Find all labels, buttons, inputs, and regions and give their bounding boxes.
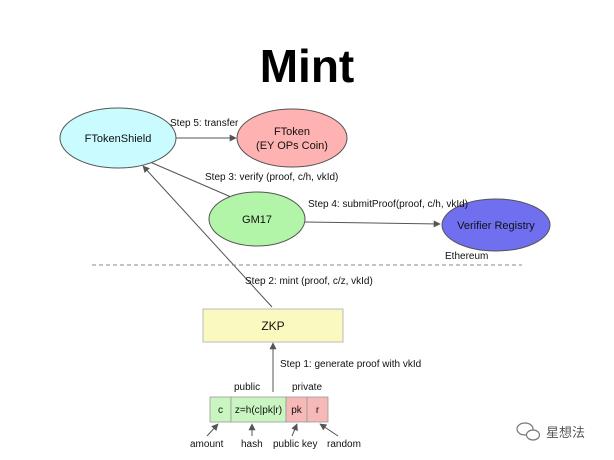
input-cell-hash: [230, 396, 287, 423]
ftoken-label-line1: FToken: [274, 126, 310, 138]
ftokenshield-label: FTokenShield: [85, 133, 152, 145]
publickey-label: public key: [273, 439, 317, 450]
step4-label: Step 4: submitProof(proof, c/h, vkId): [308, 199, 468, 210]
public-header: public: [234, 382, 260, 393]
amount-arrow: [206, 423, 219, 437]
verifier-registry-node[interactable]: [441, 198, 551, 252]
private-header: private: [292, 382, 322, 393]
verifier-registry-label: Verifier Registry: [457, 220, 535, 232]
zkp-label: ZKP: [261, 319, 284, 333]
step3-arrow: [149, 161, 239, 201]
random-label: random: [327, 439, 361, 450]
gm17-label: GM17: [242, 214, 272, 226]
input-cell-pk-text: pk: [291, 405, 303, 416]
ftokenshield-node[interactable]: [59, 107, 177, 169]
step2-arrow: [142, 165, 273, 308]
random-arrow: [319, 423, 339, 437]
step2-label: Step 2: mint (proof, c/z, vkId): [245, 276, 373, 287]
step3-label: Step 3: verify (proof, c/h, vkId): [205, 172, 338, 183]
ethereum-label: Ethereum: [445, 251, 488, 262]
amount-label: amount: [190, 439, 224, 450]
input-cell-r-text: r: [316, 405, 320, 416]
gm17-node[interactable]: [208, 191, 306, 247]
input-cell-c-text: c: [218, 405, 223, 416]
zkp-node[interactable]: [202, 308, 344, 343]
step4-arrow: [304, 220, 441, 228]
watermark-text: 星想法: [546, 425, 585, 441]
ftoken-label-line2: (EY OPs Coin): [256, 140, 328, 152]
step1-label: Step 1: generate proof with vkId: [280, 359, 421, 370]
publickey-arrow: [291, 423, 298, 437]
wechat-logo-icon: [516, 422, 541, 441]
input-cell-r: [306, 396, 329, 423]
step5-label: Step 5: transfer: [170, 118, 239, 129]
diagram-title: Mint: [260, 40, 355, 92]
input-cell-hash-text: z=h(c|pk|r): [235, 405, 282, 416]
hash-label: hash: [241, 439, 263, 450]
ftoken-node[interactable]: [236, 108, 348, 168]
